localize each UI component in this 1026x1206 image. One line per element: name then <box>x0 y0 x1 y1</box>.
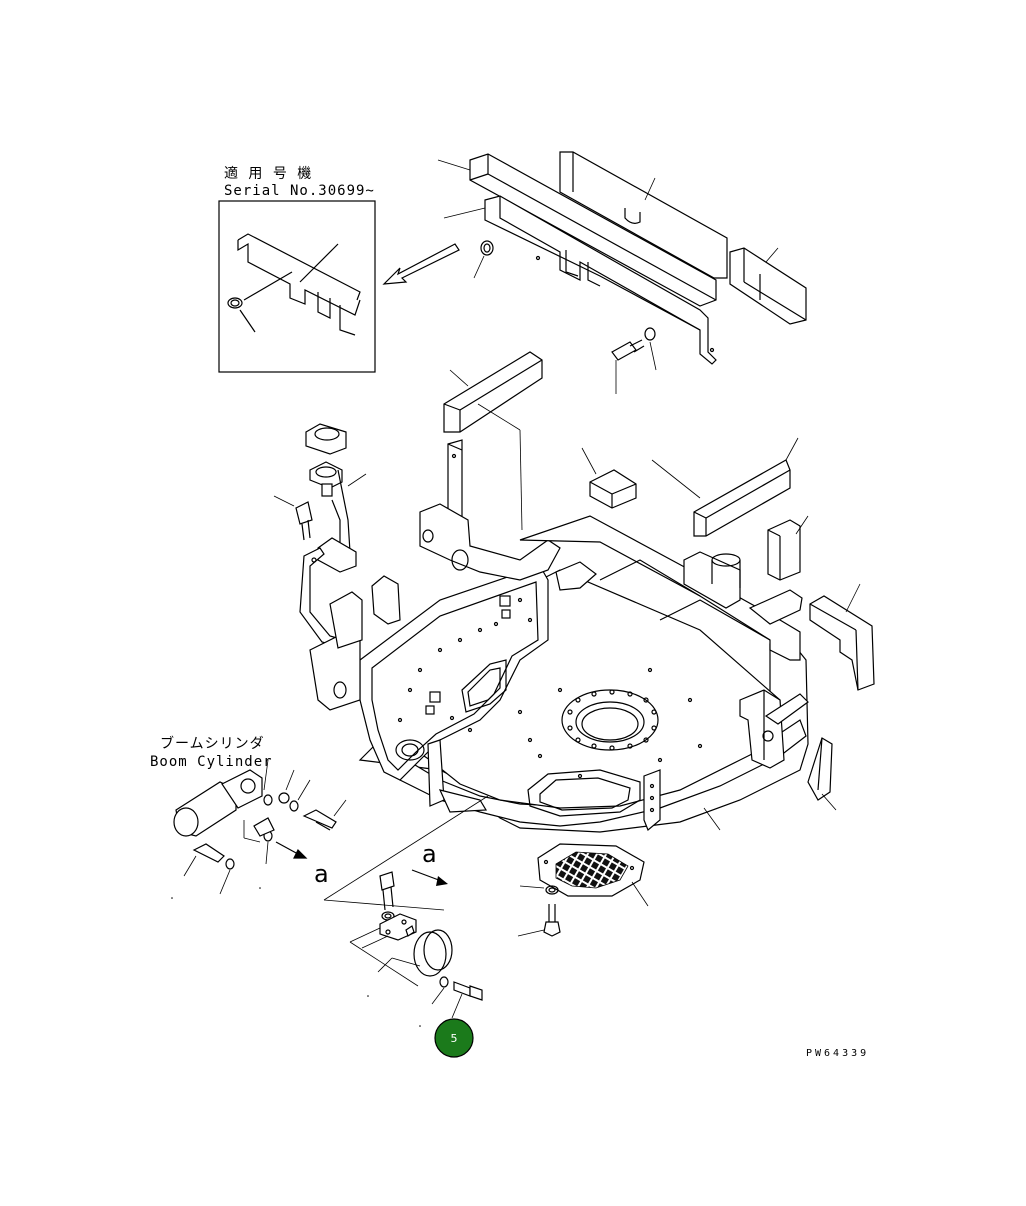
boom-cylinder-group: ブームシリンダ Boom Cylinder <box>150 735 347 895</box>
callout-circle[interactable] <box>434 1018 474 1058</box>
upper-plates <box>437 151 807 365</box>
side-plates <box>443 351 875 811</box>
inset-frame <box>218 200 376 373</box>
main-revolving-frame <box>309 439 809 833</box>
boom-cylinder-en-label: Boom Cylinder <box>150 754 273 770</box>
drawing-code: PW64339 <box>806 1048 869 1059</box>
view-a-group: a a <box>314 795 489 1019</box>
inset-serial-label: Serial No.30699~ <box>224 183 375 199</box>
left-bracket-assembly <box>273 423 367 647</box>
drawing-marks <box>171 887 421 1027</box>
view-marker-left: a <box>314 860 329 888</box>
swing-circle-bolts <box>567 689 657 751</box>
inset-bracket-sketch <box>227 233 361 336</box>
callout-5[interactable]: 5 <box>434 1018 474 1058</box>
inset-serial-box: 適 用 号 機 Serial No.30699~ <box>218 165 376 373</box>
undercover-mesh-plate <box>517 843 649 937</box>
callout-number: 5 <box>451 1032 458 1045</box>
boom-cylinder-jp-label: ブームシリンダ <box>160 735 265 752</box>
bracket-holes <box>397 597 703 779</box>
bolt-washer-upper <box>611 327 657 394</box>
inset-applicability-label: 適 用 号 機 <box>224 165 312 182</box>
view-marker-right: a <box>422 840 437 868</box>
direction-arrow <box>382 243 460 285</box>
